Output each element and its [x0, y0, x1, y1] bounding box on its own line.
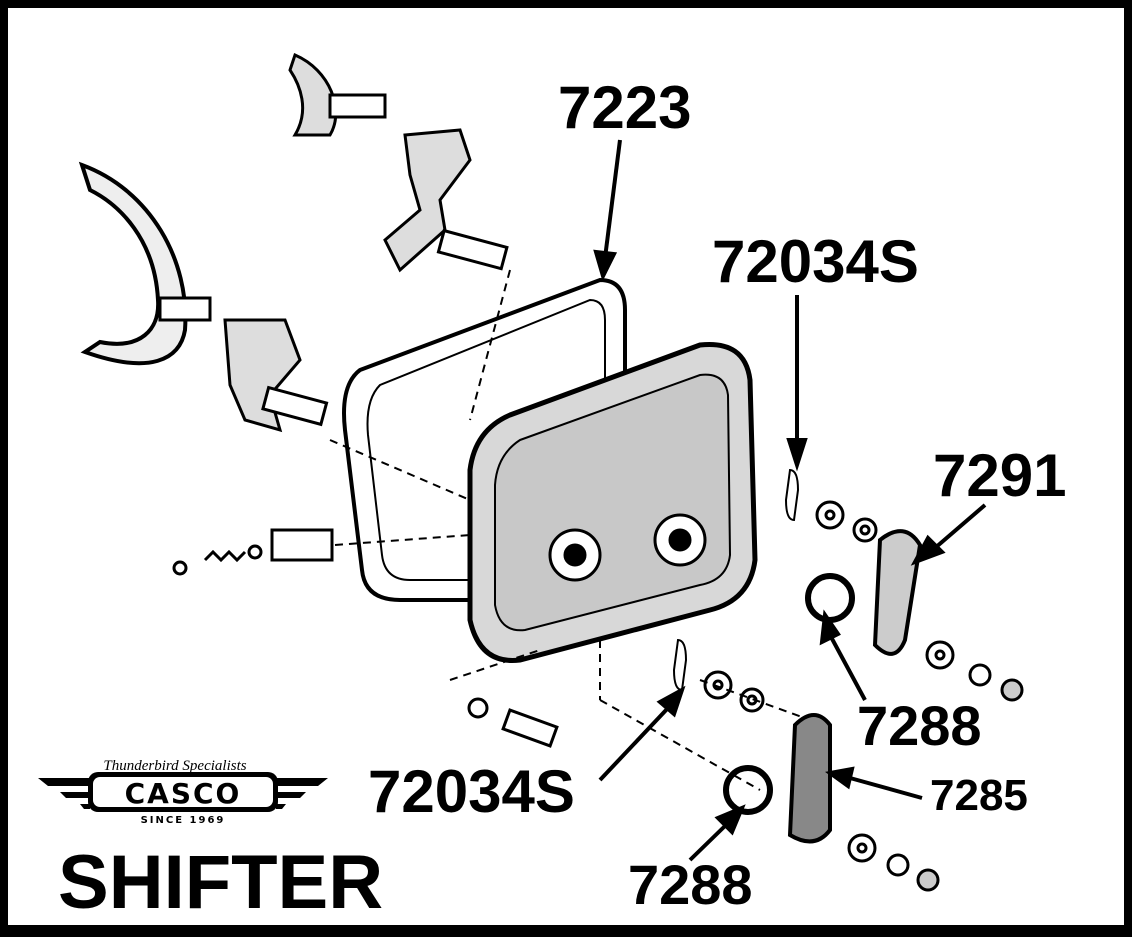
seal-7288-upper	[805, 573, 855, 623]
callout-7285: 7285	[930, 771, 1028, 820]
flat-washer	[815, 500, 845, 530]
cotter-pin-lower	[672, 638, 688, 692]
seal-7288-lower	[723, 765, 773, 815]
callout-7291: 7291	[933, 442, 1067, 509]
shift-fork	[78, 161, 188, 366]
lever-7285	[787, 713, 832, 844]
bolt	[501, 708, 559, 748]
cotter-pin-upper	[784, 468, 800, 522]
shift-lever-upper	[383, 128, 472, 273]
border-ticks	[1124, 59, 1132, 831]
svg-text:CASCO: CASCO	[125, 777, 242, 810]
callout-72034S-upper: 72034S	[712, 228, 919, 295]
callout-72034S-lower: 72034S	[368, 758, 575, 825]
fork-shaft	[158, 296, 212, 322]
callout-7288-upper: 7288	[857, 694, 982, 757]
svg-text:SINCE 1969: SINCE 1969	[141, 815, 226, 826]
diagram-title: SHIFTER	[58, 840, 384, 925]
callout-7288-lower: 7288	[628, 853, 753, 916]
detent-sleeve	[270, 528, 334, 562]
svg-text:Thunderbird Specialists: Thunderbird Specialists	[103, 758, 246, 774]
small-fork	[288, 52, 338, 137]
callout-7223: 7223	[558, 74, 692, 141]
lock-washer	[467, 697, 489, 719]
detent-spring	[203, 549, 247, 563]
casco-logo: Thunderbird Specialists CASCO SINCE 1969	[38, 758, 328, 826]
lever-7291	[872, 529, 923, 656]
